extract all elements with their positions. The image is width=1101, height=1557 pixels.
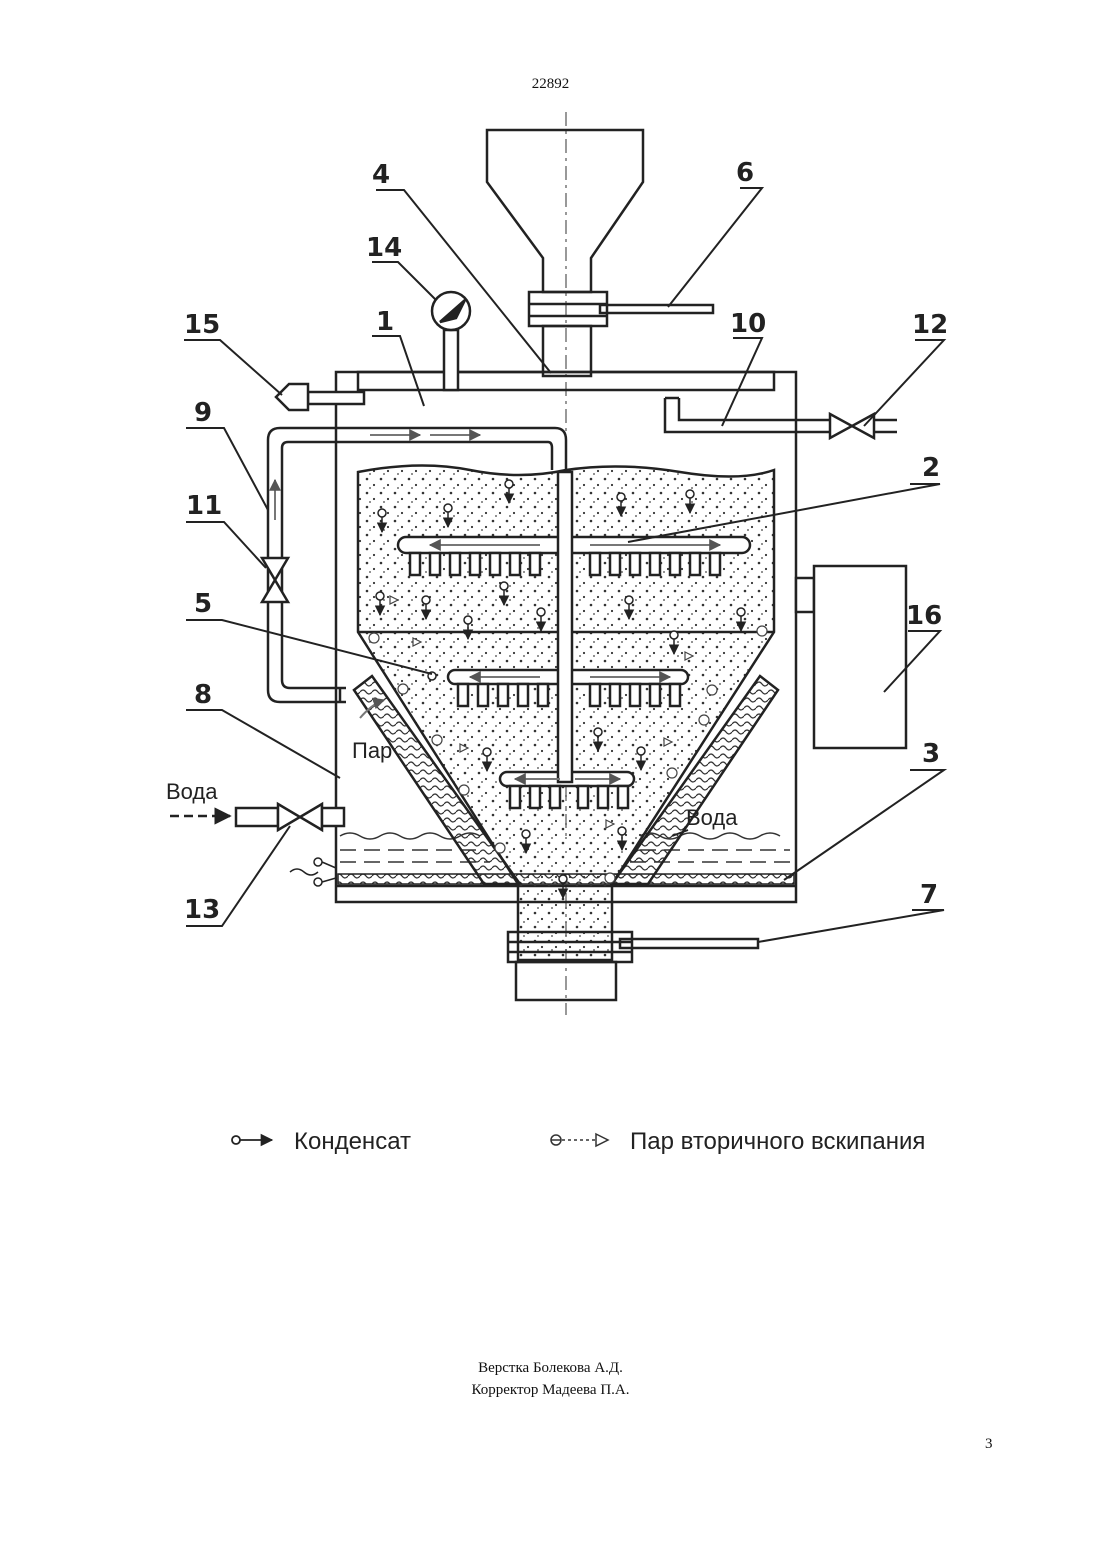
credits: Верстка Болекова А.Д. Корректор Мадеева … [0,1357,1101,1401]
callout-3: 3 [922,739,940,769]
callout-13: 13 [184,895,220,925]
heater-terminals [290,858,336,886]
callout-11: 11 [186,491,222,521]
callout-2: 2 [922,453,940,483]
control-unit [796,566,906,748]
callout-9: 9 [194,398,212,428]
callout-8: 8 [194,680,212,710]
legend-flash-steam: Пар вторичного вскипания [630,1128,925,1155]
callout-15: 15 [184,310,220,340]
callout-7: 7 [920,880,938,910]
callout-1: 1 [376,307,394,337]
callout-12: 12 [912,310,948,340]
callout-5: 5 [194,589,212,619]
pressure-gauge [432,292,470,390]
water-inlet [170,804,344,830]
water-bath-label: Вода [686,805,738,830]
condensate-legend-icon [232,1136,272,1144]
layout-credit: Верстка Болекова А.Д. [0,1357,1101,1379]
callout-16: 16 [906,601,942,631]
flash-steam-legend-icon [551,1134,608,1146]
callout-4: 4 [372,160,390,190]
discharge-valve [508,932,758,1000]
safety-valve [276,384,364,410]
legend: Конденсат Пар вторичного вскипания [232,1128,925,1155]
proofreader-credit: Корректор Мадеева П.А. [0,1379,1101,1401]
callout-6: 6 [736,158,754,188]
pipe-10 [665,398,897,438]
page-number: 3 [985,1436,993,1453]
feed-hopper [487,130,713,376]
steam-label: Пар [352,738,392,763]
callout-14: 14 [366,233,402,263]
water-inlet-label: Вода [166,779,218,804]
callout-10: 10 [730,309,766,339]
legend-condensate: Конденсат [294,1128,411,1155]
